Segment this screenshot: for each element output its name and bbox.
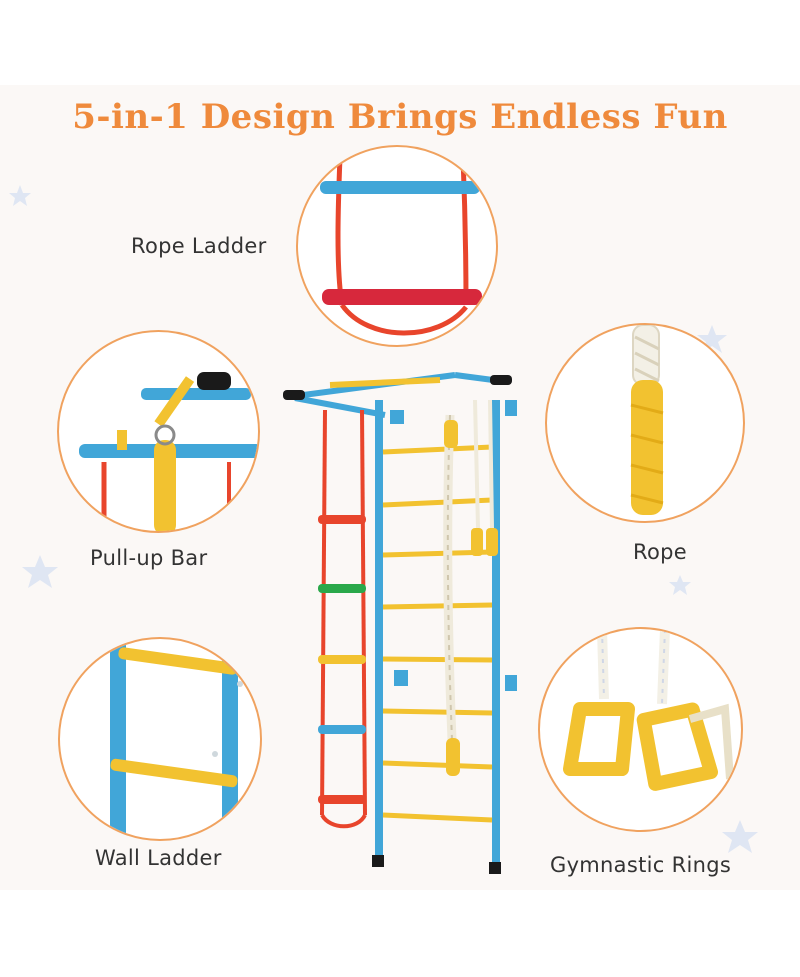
gymnastic-rings-circle — [538, 627, 743, 832]
rope-image — [630, 325, 664, 515]
gymnastic-rings-image — [563, 629, 734, 791]
pull-up-bar-image — [79, 372, 258, 531]
rope-label: Rope — [633, 540, 687, 564]
wall-ladder-circle — [58, 637, 262, 841]
rope-circle — [545, 323, 745, 523]
background-stars — [9, 185, 758, 853]
pull-up-bar-circle — [57, 330, 260, 533]
gymnastic-rings-label: Gymnastic Rings — [550, 853, 732, 877]
wall-ladder-label: Wall Ladder — [95, 846, 222, 870]
page-title: 5-in-1 Design Brings Endless Fun — [72, 97, 728, 137]
pull-up-bar-label: Pull-up Bar — [90, 546, 208, 570]
rope-ladder-label: Rope Ladder — [131, 234, 267, 258]
wall-ladder-image — [110, 639, 243, 839]
rope-ladder-image — [320, 156, 482, 336]
rope-ladder-circle — [296, 145, 498, 347]
